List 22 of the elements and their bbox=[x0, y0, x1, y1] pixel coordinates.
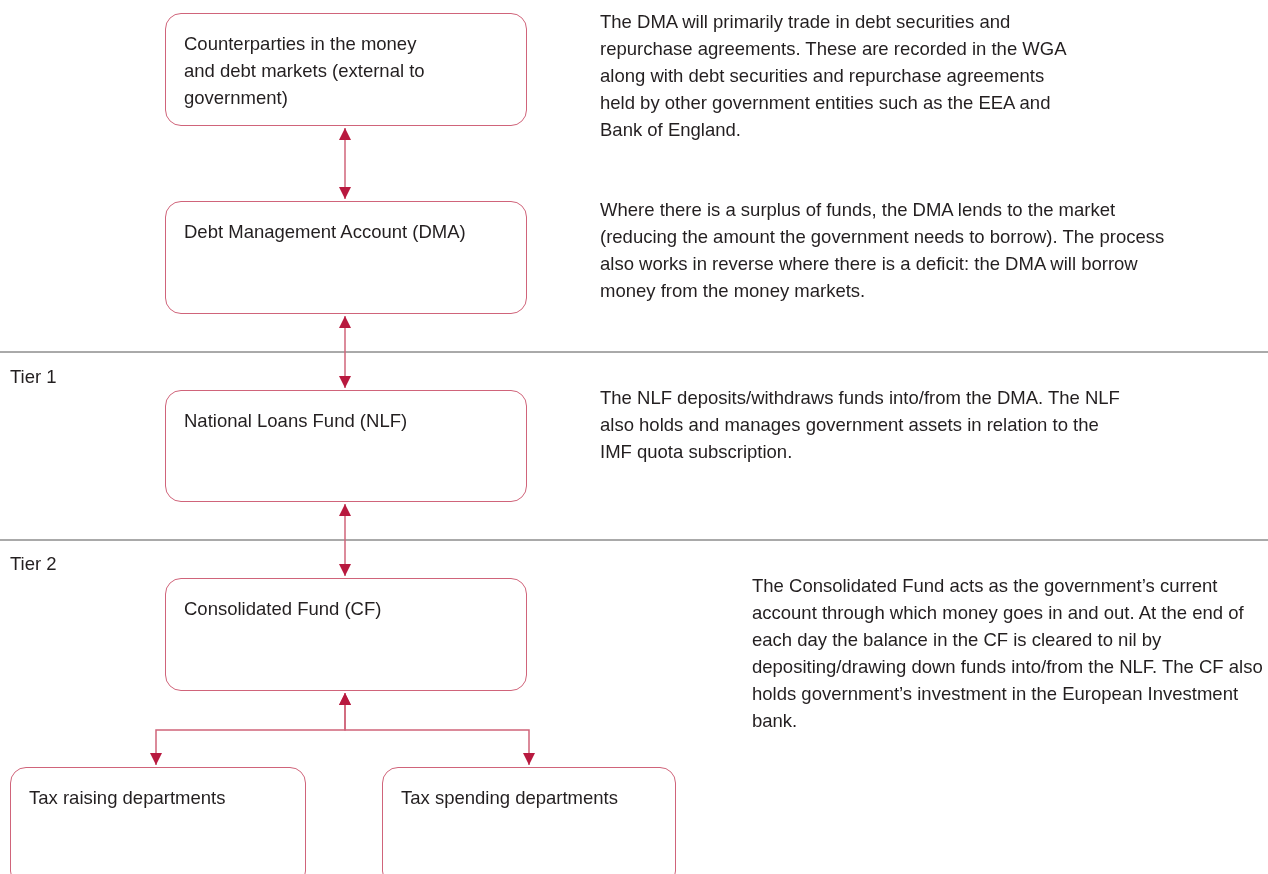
box-label: Debt Management Account (DMA) bbox=[184, 220, 466, 244]
description-text: The DMA will primarily trade in debt securities and repurchase agreements. These are recorded in the WGA along with debt securities and repurchase agreements held by other government entities such as the EEA and Bank of England. bbox=[600, 10, 1068, 142]
box-label: Counterparties in the money and debt markets (external to government) bbox=[184, 32, 426, 110]
rounded-box bbox=[10, 767, 306, 874]
description-text: Where there is a surplus of funds, the DMA lends to the market (reducing the amount the government needs to borrow). The process also works in reverse where there is a deficit: the DMA will borrow money from the money markets. bbox=[600, 198, 1166, 303]
box-label: Tax spending departments bbox=[401, 786, 618, 810]
description-text: The Consolidated Fund acts as the government’s current account through which money goes in and out. At the end of each day the balance in the CF is cleared to nil by depositing/drawing down funds into/from the NLF. The CF also holds government’s investment in the European Investment bank. bbox=[752, 574, 1264, 733]
rounded-box bbox=[165, 578, 527, 691]
box-label: National Loans Fund (NLF) bbox=[184, 409, 408, 433]
double-arrow bbox=[339, 692, 535, 766]
rounded-box bbox=[165, 13, 527, 126]
double-arrow bbox=[339, 503, 351, 577]
tier-label: Tier 2 bbox=[10, 553, 58, 575]
description-text: The NLF deposits/withdraws funds into/from the DMA. The NLF also holds and manages government assets in relation to the IMF quota subscription. bbox=[600, 386, 1120, 464]
box-label: Consolidated Fund (CF) bbox=[184, 597, 382, 621]
double-arrow bbox=[339, 315, 351, 389]
rounded-box bbox=[382, 767, 676, 874]
box-label: Tax raising departments bbox=[29, 786, 226, 810]
tier-label: Tier 1 bbox=[10, 366, 58, 388]
rounded-box bbox=[165, 390, 527, 502]
rounded-box bbox=[165, 201, 527, 314]
double-arrow bbox=[339, 127, 351, 200]
